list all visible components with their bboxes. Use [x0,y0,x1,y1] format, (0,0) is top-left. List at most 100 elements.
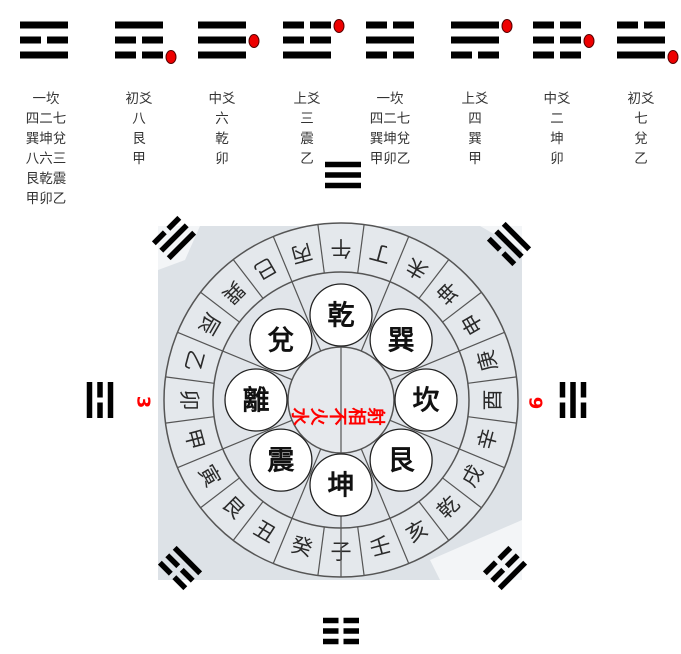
broken-line-left [343,617,359,624]
broken-line-left [504,553,520,569]
broken-line-right [501,251,517,267]
solid-line [617,51,665,59]
column-line: 坤 [550,131,564,147]
broken-line-right [393,21,414,29]
column-line: 艮乾震 [25,171,67,187]
column-line: 卯 [215,151,229,167]
column-line: 中爻 [543,91,571,107]
mountain-divider [200,291,240,323]
broken-line-left [343,638,359,645]
broken-line-right [560,21,581,29]
broken-line-right [482,560,498,576]
moving-line-dot-icon [165,50,177,64]
broken-line-right [560,36,581,44]
mountain-divider [317,526,325,576]
column-line: 乾 [215,131,229,147]
column-line: 二 [550,111,564,127]
text-column: 一坎四二七巽坤兌八六三艮乾震甲卯乙 [6,89,86,209]
broken-line-left [283,36,304,44]
column-line: 巽坤兌 [369,131,411,147]
trigram-circle [309,283,373,347]
solid-line [570,382,576,418]
solid-line [172,545,203,576]
column-line: 四二七 [25,111,67,127]
solid-line [166,230,197,261]
broken-line-left [486,236,502,252]
broken-line-right [166,215,182,231]
moving-line-dot-icon [248,34,260,48]
broken-line-right [644,21,665,29]
column-line: 艮 [132,131,146,147]
column-line: 三 [300,111,314,127]
trigram-name: 坎 [413,386,440,417]
trigram-name: 巽 [388,325,415,356]
column-line: 一坎 [376,91,404,107]
broken-line-left [97,402,103,418]
solid-line [617,36,665,44]
broken-line-left [451,51,472,59]
column-line: 乙 [634,151,648,167]
broken-line-right [323,638,339,645]
trigram-divider [389,350,460,381]
broken-line-left [559,382,566,398]
outer-trigram-symbols [86,161,587,645]
trigram-gen-icon [482,545,528,591]
mountain-divider [357,526,365,576]
text-column: 中爻六乾卯 [182,89,262,169]
mountain-divider [272,236,293,282]
trigram-kan-icon [366,21,414,59]
broken-line-right [157,560,173,576]
mountain-divider [442,291,482,323]
broken-line-left [366,51,387,59]
broken-line-right [323,617,339,624]
trigram-kan-icon [559,382,587,418]
trigram-zhen-icon [157,545,203,591]
mountain-label: 午 [331,236,352,260]
mountain-divider [459,448,505,469]
broken-line-left [580,382,587,398]
mountain-label: 卯 [177,390,201,411]
solid-line [159,223,189,253]
annotation-number: 3 [133,396,154,409]
column-line: 八六三 [25,151,67,167]
solid-line [198,36,246,44]
trigram-divider [222,350,293,381]
trigram-circle [224,368,288,432]
moving-line-dot-icon [583,34,595,48]
broken-line-left [343,628,359,634]
trigram-zhen-icon [283,19,345,59]
trigram-divider [360,448,391,519]
broken-line-left [20,36,41,44]
broken-line-right [580,402,587,418]
broken-line-left [115,36,136,44]
trigram-name: 坤 [328,471,355,502]
solid-line [366,36,414,44]
text-column: 一坎四二七巽坤兌甲卯乙 [350,89,430,169]
solid-line [494,229,524,259]
mountain-divider [389,518,410,564]
column-line: 震 [300,131,314,147]
broken-line-left [533,36,554,44]
column-line: 甲卯乙 [369,151,411,167]
column-line: 兌 [634,131,648,147]
column-line: 初爻 [125,91,153,107]
trigram-name: 艮 [388,446,416,477]
broken-line-left [151,230,167,246]
trigram-name: 離 [243,385,270,417]
broken-line-left [533,21,554,29]
column-line: 七 [634,111,648,127]
mountain-divider [459,331,505,352]
trigram-name: 兌 [267,325,294,356]
broken-line-left [497,545,513,561]
text-column: 上爻三震乙 [267,89,347,169]
column-line: 初爻 [627,91,655,107]
broken-line-right [142,51,163,59]
column-line: 乙 [300,151,314,167]
column-line: 八 [132,111,146,127]
solid-line [198,21,246,29]
solid-line [20,21,68,29]
mountain-divider [232,259,264,299]
broken-line-right [310,21,331,29]
